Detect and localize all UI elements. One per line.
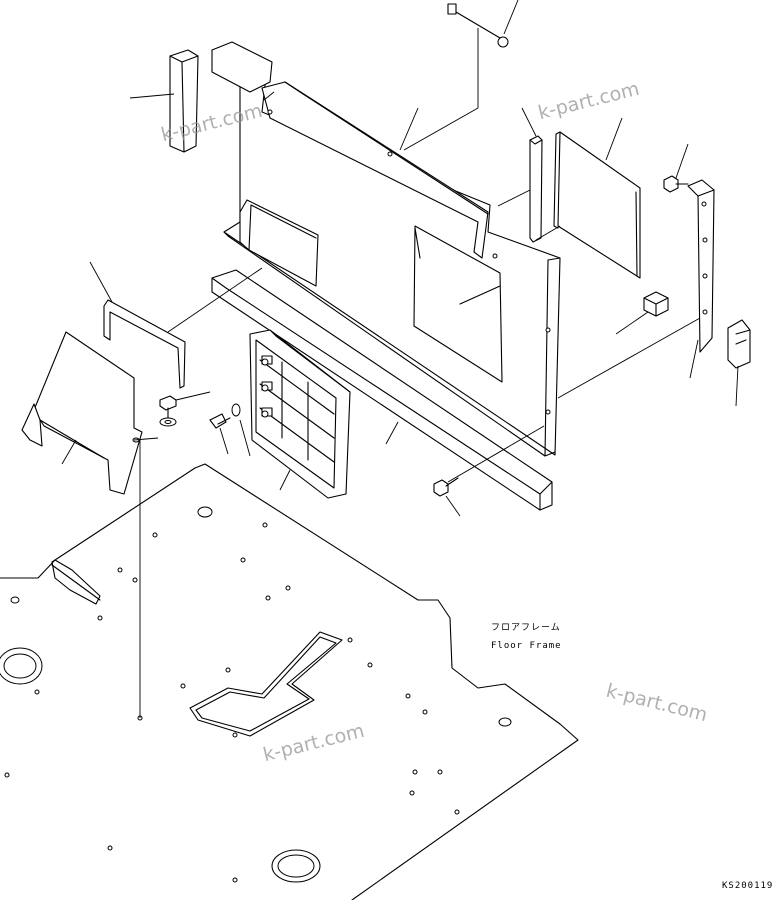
- seal-strip-vertical: [529, 135, 543, 243]
- vent-grille: [249, 329, 351, 499]
- side-cover-bent: [21, 331, 143, 495]
- top-cover-channel: [211, 41, 489, 259]
- insulation-sheet: [553, 131, 641, 279]
- bolt-washer-set: [159, 395, 177, 427]
- latch: [727, 319, 751, 369]
- wire-harness: [447, 3, 509, 48]
- u-handle: [103, 299, 186, 389]
- bolt-top-right: [663, 175, 689, 193]
- leader-lines: [61, 0, 739, 718]
- seal-bar-lower: [211, 269, 553, 511]
- foam-block-left: [169, 49, 199, 153]
- floor-frame-label-en: Floor Frame: [491, 641, 562, 651]
- partition-panel: [223, 77, 561, 457]
- right-bracket: [687, 179, 715, 353]
- foam-block-small: [643, 291, 669, 317]
- screw-bolt: [433, 477, 459, 497]
- wing-bolt: [209, 403, 241, 429]
- drawing-code: KS200119: [722, 881, 774, 891]
- floor-frame-label-ja: フロアフレーム: [491, 623, 561, 633]
- floor-frame-plate: [0, 463, 579, 900]
